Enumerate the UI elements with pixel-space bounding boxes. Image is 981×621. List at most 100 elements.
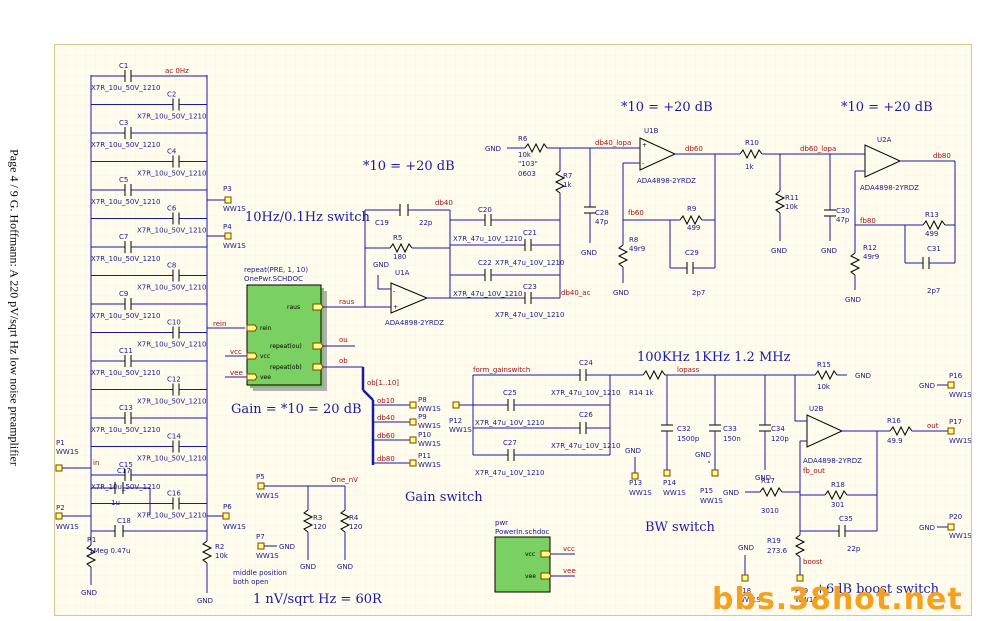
svg-text:P1: P1 — [56, 439, 65, 447]
svg-text:0603: 0603 — [518, 170, 536, 178]
svg-text:WW1S: WW1S — [256, 492, 279, 500]
svg-text:10k: 10k — [518, 151, 532, 159]
svg-text:2p7: 2p7 — [692, 289, 705, 297]
cap-ref: C5 — [119, 176, 128, 184]
cap-value: X7R_10u_50V_1210 — [137, 227, 206, 235]
svg-text:WW1S: WW1S — [738, 596, 761, 604]
svg-text:ADA4898-2YRDZ: ADA4898-2YRDZ — [860, 184, 919, 192]
svg-text:GND: GND — [771, 247, 787, 255]
svg-text:R18: R18 — [831, 481, 845, 489]
svg-text:GND: GND — [337, 563, 353, 571]
cap-value: X7R_10u_50V_1210 — [137, 170, 206, 178]
svg-text:GND: GND — [81, 589, 97, 597]
svg-text:P18: P18 — [738, 587, 751, 595]
svg-text:GND: GND — [755, 474, 771, 482]
heading-gain-stage1: *10 = +20 dB — [363, 159, 455, 174]
svg-text:One_nV: One_nV — [331, 476, 358, 484]
cap-ref: C3 — [119, 119, 128, 127]
svg-text:repeat(ob): repeat(ob) — [270, 364, 302, 371]
svg-text:GND: GND — [695, 451, 711, 459]
cap-value: X7R_10u_50V_1210 — [91, 483, 160, 491]
svg-text:R7: R7 — [563, 172, 572, 180]
cap-ref: C1 — [119, 62, 128, 70]
svg-text:C25: C25 — [503, 389, 517, 397]
svg-text:db40_ac: db40_ac — [561, 289, 591, 297]
cap-ref: C2 — [167, 91, 176, 99]
heading-gain-total: Gain = *10 = 20 dB — [231, 402, 362, 417]
svg-text:ADA4898-2YRDZ: ADA4898-2YRDZ — [637, 177, 696, 185]
svg-text:GND: GND — [625, 447, 641, 455]
cap-value: X7R_10u_50V_1210 — [91, 141, 160, 149]
svg-text:R14: R14 — [629, 389, 643, 397]
p15: GND — [695, 451, 711, 463]
svg-text:47p: 47p — [595, 218, 609, 226]
svg-text:WW1S: WW1S — [418, 461, 441, 469]
svg-text:+: + — [642, 142, 647, 149]
svg-text:WW1S: WW1S — [949, 391, 971, 399]
opamp-u1a: U1A ADA4898-2YRDZ -+ GND — [365, 261, 450, 327]
svg-text:WW1S: WW1S — [449, 426, 472, 434]
svg-text:49.9: 49.9 — [887, 437, 903, 445]
svg-text:WW1S: WW1S — [223, 523, 246, 531]
opamp-u2b: U2B ADA4898-2YRDZ — [794, 375, 877, 495]
svg-text:GND: GND — [613, 289, 629, 297]
svg-text:47p: 47p — [836, 216, 850, 224]
svg-text:10k: 10k — [215, 552, 229, 560]
svg-text:22p: 22p — [419, 219, 433, 227]
svg-text:db40: db40 — [435, 199, 453, 207]
svg-text:WW1S: WW1S — [56, 523, 79, 531]
page-caption: Page 4 / 9 G. Hoffmann: A 220 pV/sqrt Hz… — [4, 0, 26, 621]
svg-text:10k: 10k — [817, 383, 831, 391]
svg-text:49r9: 49r9 — [629, 245, 645, 253]
cap-ref: C15 — [119, 461, 133, 469]
svg-text:P4: P4 — [223, 223, 232, 231]
svg-text:R8: R8 — [629, 236, 638, 244]
svg-text:fb60: fb60 — [628, 209, 644, 217]
svg-text:C29: C29 — [685, 249, 699, 257]
svg-text:X7R_47u_10V_1210: X7R_47u_10V_1210 — [475, 419, 544, 427]
svg-text:R15: R15 — [817, 361, 831, 369]
cap-value: X7R_10u_50V_1210 — [137, 341, 206, 349]
svg-text:X7R_47u_10V_1210: X7R_47u_10V_1210 — [551, 389, 620, 397]
svg-text:vcc: vcc — [260, 353, 270, 360]
svg-text:vee: vee — [563, 567, 576, 575]
heading-10hz-switch: 10Hz/0.1Hz switch — [245, 210, 371, 225]
cap-ref: C8 — [167, 262, 176, 270]
svg-text:R13: R13 — [925, 211, 939, 219]
svg-text:C26: C26 — [579, 411, 593, 419]
cap-ref: C9 — [119, 290, 128, 298]
svg-text:R19: R19 — [767, 537, 781, 545]
svg-text:P10: P10 — [418, 431, 431, 439]
svg-text:OnePwr.SCHDOC: OnePwr.SCHDOC — [244, 275, 303, 283]
svg-text:vcc: vcc — [525, 551, 535, 558]
svg-text:R17: R17 — [761, 477, 775, 485]
svg-text:WW1S: WW1S — [418, 440, 441, 448]
svg-text:P9: P9 — [418, 413, 427, 421]
svg-text:vcc: vcc — [563, 545, 575, 553]
svg-text:R2: R2 — [215, 543, 224, 551]
svg-text:1500p: 1500p — [677, 435, 700, 443]
svg-text:GND: GND — [300, 563, 316, 571]
svg-text:C32: C32 — [677, 425, 691, 433]
svg-text:X7R_47u_10V_1210: X7R_47u_10V_1210 — [551, 442, 620, 450]
svg-text:R1: R1 — [87, 536, 96, 544]
heading-noise: 1 nV/sqrt Hz = 60R — [253, 592, 383, 607]
svg-text:X7R_47u_10V_1210: X7R_47u_10V_1210 — [453, 290, 522, 298]
svg-text:P11: P11 — [418, 452, 431, 460]
svg-text:P3: P3 — [223, 185, 232, 193]
heading-boost: +6dB boost switch — [815, 582, 940, 597]
svg-text:-: - — [393, 288, 395, 295]
svg-text:WW1S: WW1S — [418, 422, 441, 430]
